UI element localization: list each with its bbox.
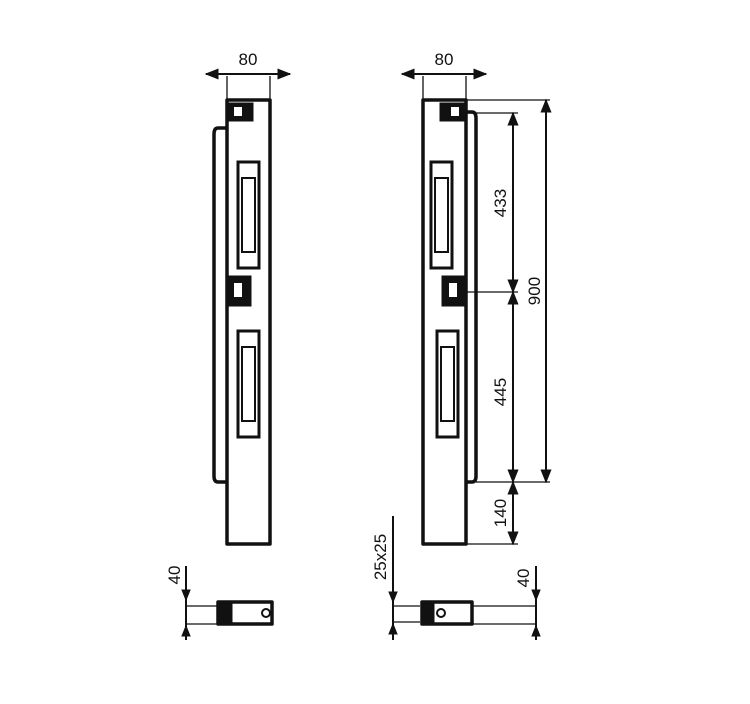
left-width-label: 80 (239, 50, 258, 69)
left-depth-arrow-top (181, 589, 191, 602)
overall-height-label: 900 (525, 277, 544, 305)
left-plan-hole (261, 608, 271, 618)
right-upper-slot (429, 160, 454, 270)
left-plan-view: 40 (165, 566, 274, 640)
left-middle-bracket-hole (234, 283, 242, 297)
left-side-flange (212, 126, 227, 484)
section-label: 25x25 (371, 534, 390, 580)
left-upper-slot (236, 160, 261, 270)
right-depth-label: 40 (514, 569, 533, 588)
right-top-bracket-hole (451, 107, 459, 116)
right-plan-solid (423, 603, 435, 623)
left-top-bracket-hole (234, 107, 242, 116)
left-lower-slot (236, 329, 261, 439)
left-depth-arrow-bottom (181, 624, 191, 637)
right-lower-slot (435, 329, 460, 439)
bottom-offset-label: 140 (491, 499, 510, 527)
right-lower-slot-inner (440, 346, 455, 422)
upper-spacing-label: 433 (491, 189, 510, 217)
lower-spacing-label: 445 (491, 378, 510, 406)
right-side-flange (466, 110, 478, 484)
right-width-label: 80 (435, 50, 454, 69)
section-arrow-top (388, 591, 398, 604)
left-front-view: 80 (204, 50, 292, 546)
section-arrow-bottom (388, 622, 398, 635)
right-plan-view: 25x25 40 (371, 516, 541, 640)
right-depth-arrow-bottom (531, 624, 541, 637)
right-plan-hole (436, 608, 446, 618)
right-depth-arrow-top (531, 589, 541, 602)
right-upper-slot-inner (434, 177, 449, 253)
right-front-view: 80 433 445 140 900 (400, 50, 552, 546)
right-middle-bracket-hole (449, 283, 457, 297)
left-plan-solid (219, 603, 233, 623)
left-upper-slot-inner (241, 177, 256, 253)
left-lower-slot-inner (241, 346, 256, 422)
left-depth-label: 40 (165, 566, 184, 585)
